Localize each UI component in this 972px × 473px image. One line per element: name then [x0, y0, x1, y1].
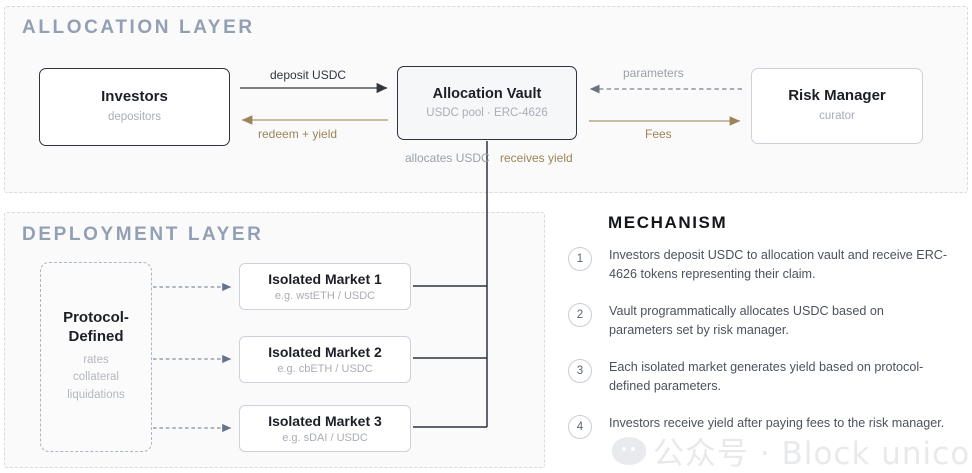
market-1-subtitle: e.g. wstETH / USDC [274, 289, 376, 302]
edge-label-redeem-yield: redeem + yield [258, 127, 338, 141]
step-3-text: Each isolated market generates yield bas… [609, 360, 924, 394]
deployment-layer-title: DEPLOYMENT LAYER [22, 224, 264, 245]
node-vault-title: Allocation Vault [432, 85, 542, 102]
market-2-subtitle: e.g. cbETH / USDC [277, 362, 373, 375]
mechanism-step-1: 1 Investors deposit USDC to allocation v… [568, 246, 964, 284]
node-risk-title: Risk Manager [788, 87, 886, 105]
node-investors[interactable]: Investors depositors [39, 68, 230, 146]
node-vault-subtitle: USDC pool · ERC-4626 [426, 106, 548, 119]
node-isolated-market-2[interactable]: Isolated Market 2 e.g. cbETH / USDC [239, 336, 411, 383]
mechanism-step-3: 3 Each isolated market generates yield b… [568, 358, 964, 396]
node-protocol-defined[interactable]: Protocol-Defined rates collateral liquid… [40, 262, 152, 452]
node-protocol-title: Protocol-Defined [63, 309, 129, 345]
market-2-title: Isolated Market 2 [268, 344, 382, 361]
step-4-text: Investors receive yield after paying fee… [609, 416, 945, 430]
step-1-text: Investors deposit USDC to allocation vau… [609, 248, 948, 282]
node-isolated-market-3[interactable]: Isolated Market 3 e.g. sDAI / USDC [239, 405, 411, 452]
mechanism-title: MECHANISM [608, 213, 728, 232]
node-protocol-subtitle: rates collateral liquidations [67, 353, 125, 402]
step-2-number: 2 [568, 303, 592, 327]
mechanism-panel: MECHANISM 1 Investors deposit USDC to al… [568, 210, 964, 468]
mechanism-step-4: 4 Investors receive yield after paying f… [568, 414, 964, 439]
edge-label-fees: Fees [645, 127, 672, 141]
step-3-number: 3 [568, 359, 592, 383]
step-2-text: Vault programmatically allocates USDC ba… [609, 304, 884, 338]
edge-label-allocates-usdc: allocates USDC [405, 151, 490, 165]
step-1-number: 1 [568, 247, 592, 271]
allocation-layer-title: ALLOCATION LAYER [22, 17, 255, 38]
node-risk-manager[interactable]: Risk Manager curator [751, 68, 923, 144]
node-risk-subtitle: curator [819, 110, 855, 123]
step-4-number: 4 [568, 415, 592, 439]
edge-label-parameters: parameters [623, 66, 684, 80]
node-investors-title: Investors [101, 88, 168, 106]
node-investors-subtitle: depositors [107, 111, 162, 124]
market-3-title: Isolated Market 3 [268, 413, 382, 430]
market-1-title: Isolated Market 1 [268, 271, 382, 288]
node-allocation-vault[interactable]: Allocation Vault USDC pool · ERC-4626 [397, 66, 577, 140]
market-3-subtitle: e.g. sDAI / USDC [282, 431, 368, 444]
edge-label-receives-yield: receives yield [500, 151, 573, 165]
edge-label-deposit-usdc: deposit USDC [270, 68, 347, 82]
mechanism-step-2: 2 Vault programmatically allocates USDC … [568, 302, 964, 340]
node-isolated-market-1[interactable]: Isolated Market 1 e.g. wstETH / USDC [239, 263, 411, 310]
